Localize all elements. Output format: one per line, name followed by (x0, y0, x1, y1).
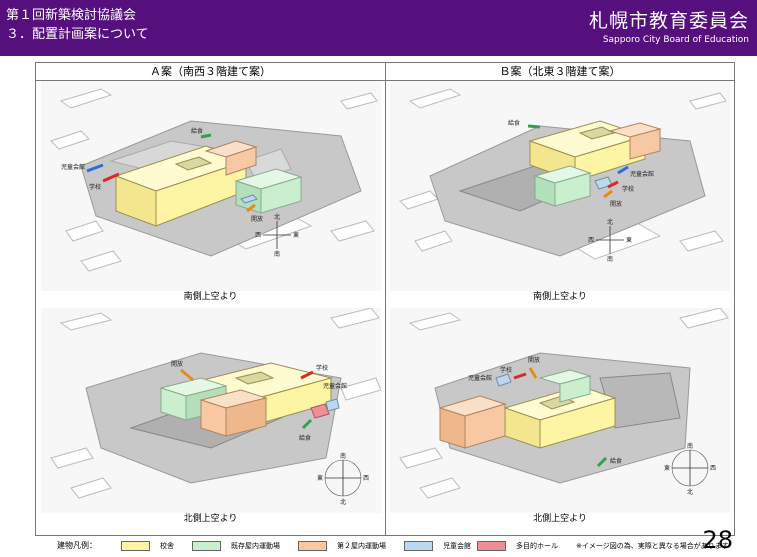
plan-a-column: Ａ案（南西３階建て案） (36, 63, 386, 535)
svg-text:北: 北 (607, 218, 613, 226)
plan-a-n-label-school: 学校 (316, 364, 328, 372)
svg-text:東: 東 (626, 236, 632, 244)
comparison-table: Ａ案（南西３階建て案） (35, 62, 735, 536)
organization-name-en: Sapporo City Board of Education (602, 35, 749, 45)
plan-b-s-compass: 北 西 東 南 (588, 218, 632, 263)
plan-b-s-label-lunch: 給食 (508, 119, 520, 127)
legend-swatch-gym2 (298, 540, 327, 551)
plan-b-n-label-open: 開放 (528, 356, 540, 364)
plan-a-n-label-childhall: 児童会館 (323, 382, 347, 390)
plan-b-n-label-school: 学校 (500, 366, 512, 374)
legend-title: 建物凡例： (57, 541, 97, 550)
plan-a-north-caption: 北側上空より (183, 514, 238, 524)
plan-a-title: Ａ案（南西３階建て案） (36, 63, 385, 81)
legend-label-school: 校舎 (160, 541, 174, 550)
topic-title: ３．配置計画案について (6, 27, 149, 42)
svg-text:南: 南 (607, 255, 613, 263)
organization-name: 札幌市教育委員会 (588, 10, 749, 32)
plan-b-s-label-school: 学校 (622, 185, 634, 193)
plan-a-north-illustration: 開放 学校 児童会館 給食 南 東 西 北 (40, 308, 381, 513)
building-legend: 建物凡例： 校舎 既存屋内運動場 第２屋内運動場 児童会館 多目的ホール ※イメ… (35, 535, 733, 555)
plan-b-n-label-childhall: 児童会館 (468, 374, 492, 382)
plan-a-s-label-childhall: 児童会館 (61, 163, 85, 171)
plan-b-south-caption: 南側上空より (533, 292, 587, 302)
plan-b-n-compass: 南 東 西 北 (664, 442, 716, 496)
plan-b-s-label-open: 開放 (610, 200, 622, 208)
legend-label-hall: 多目的ホール (516, 541, 558, 550)
svg-text:西: 西 (255, 232, 261, 239)
legend-label-gym: 既存屋内運動場 (231, 541, 280, 550)
svg-text:北: 北 (687, 488, 693, 496)
plan-a-south-view: 給食 児童会館 学校 開放 北 西 東 南 南側上空より (36, 81, 385, 303)
svg-text:西: 西 (710, 465, 716, 472)
svg-text:北: 北 (340, 498, 346, 506)
plan-a-n-label-lunch: 給食 (299, 434, 311, 442)
plan-b-south-illustration: 給食 児童会館 学校 開放 北 西 東 南 (390, 81, 730, 291)
svg-text:西: 西 (588, 237, 594, 244)
plan-a-n-label-open: 開放 (171, 360, 183, 368)
plan-b-north-view: 学校 開放 児童会館 給食 南 東 西 北 北側上空よ (386, 308, 734, 525)
plan-b-south-view: 給食 児童会館 学校 開放 北 西 東 南 南側上空より (386, 81, 734, 303)
plan-b-north-caption: 北側上空より (533, 514, 587, 524)
plan-a-north-view: 開放 学校 児童会館 給食 南 東 西 北 北側上空よ (36, 308, 385, 525)
svg-text:南: 南 (687, 442, 693, 450)
plan-b-column: Ｂ案（北東３階建て案） (386, 63, 734, 535)
slide-header: 第１回新築検討協議会 ３．配置計画案について 札幌市教育委員会 Sapporo … (0, 0, 757, 56)
plan-a-s-label-school: 学校 (89, 183, 101, 191)
legend-label-gym2: 第２屋内運動場 (337, 541, 386, 550)
plan-a-s-compass: 北 西 東 南 (255, 213, 299, 258)
legend-swatch-gym (192, 540, 221, 551)
svg-text:西: 西 (363, 475, 369, 482)
svg-text:南: 南 (340, 452, 346, 460)
svg-text:南: 南 (274, 250, 280, 258)
plan-b-n-label-lunch: 給食 (610, 457, 622, 465)
legend-note: ※イメージ図の為、実際と異なる場合があります (576, 541, 729, 550)
svg-text:東: 東 (317, 474, 323, 482)
plan-a-n-compass: 南 東 西 北 (317, 452, 369, 506)
plan-a-south-caption: 南側上空より (183, 292, 238, 302)
legend-swatch-school (121, 540, 150, 551)
svg-text:東: 東 (293, 231, 299, 239)
plan-b-s-label-childhall: 児童会館 (630, 170, 654, 178)
plan-a-south-illustration: 給食 児童会館 学校 開放 北 西 東 南 (40, 81, 381, 291)
legend-swatch-hall (477, 540, 506, 551)
meeting-title: 第１回新築検討協議会 (6, 8, 137, 23)
legend-label-childhall: 児童会館 (443, 541, 471, 550)
plan-b-north-illustration: 学校 開放 児童会館 給食 南 東 西 北 (390, 308, 730, 513)
plan-b-title: Ｂ案（北東３階建て案） (386, 63, 734, 81)
svg-text:東: 東 (664, 464, 670, 472)
plan-a-s-label-lunch: 給食 (191, 127, 203, 135)
svg-text:北: 北 (274, 213, 280, 221)
legend-swatch-childhall (404, 540, 433, 551)
plan-a-s-label-open: 開放 (251, 215, 263, 223)
page-number: 28 (702, 526, 733, 554)
